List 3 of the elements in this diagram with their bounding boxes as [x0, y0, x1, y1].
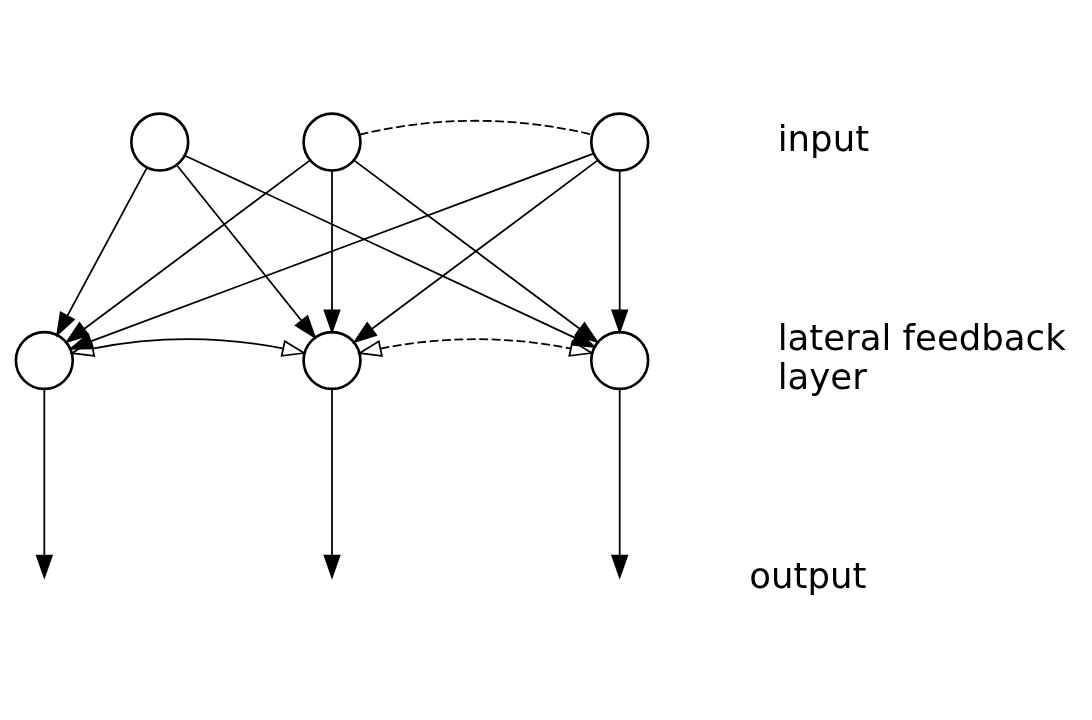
- label: output: [749, 554, 867, 596]
- label: lateral feedback layer: [777, 316, 1066, 397]
- label: input: [777, 117, 870, 159]
